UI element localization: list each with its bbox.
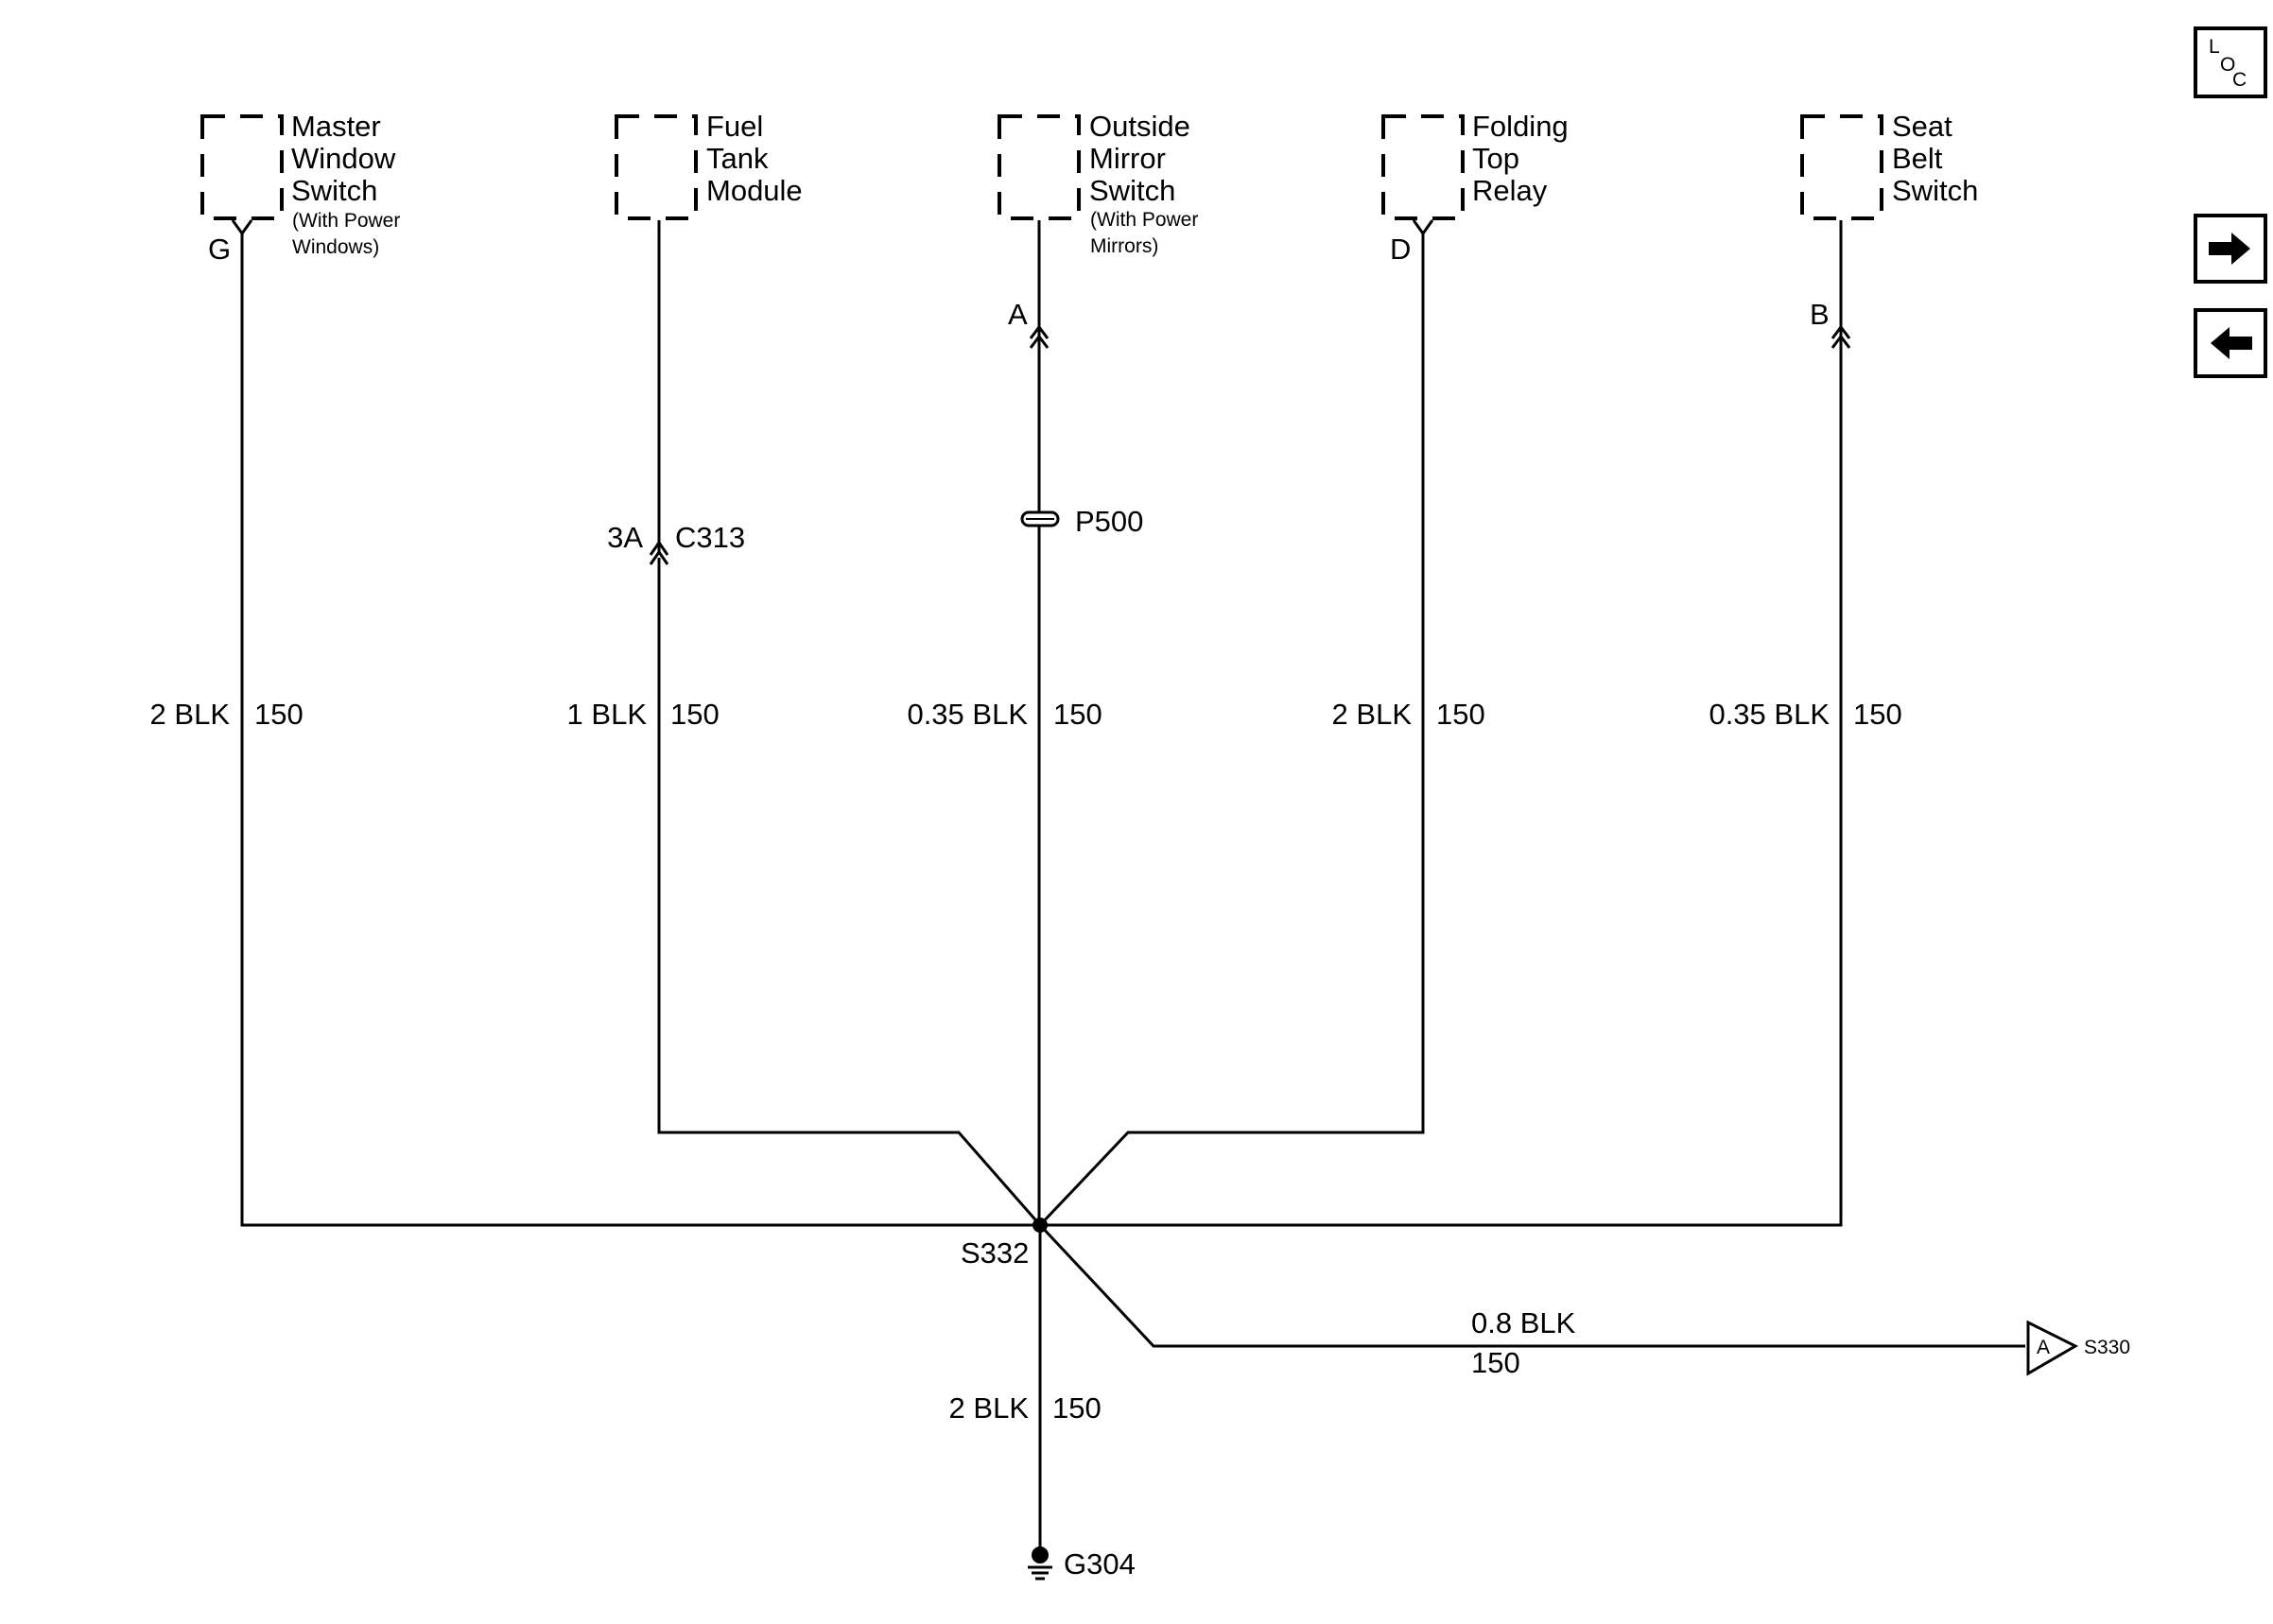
wire-circuit: 150	[670, 698, 720, 731]
component-box	[200, 114, 284, 220]
ground-name: G304	[1064, 1547, 1136, 1581]
component-name-line: Folding	[1472, 110, 1569, 143]
wire-gauge: 0.8 BLK	[1471, 1306, 1576, 1339]
connector-p500[interactable]: P500	[1020, 505, 1143, 538]
component-name-line: Outside	[1089, 110, 1190, 143]
wire-mirror[interactable]: 0.35 BLK 150	[907, 220, 1102, 1225]
wire-path	[657, 558, 1042, 1226]
wire-path	[1038, 1223, 2025, 1348]
wire-fuel[interactable]: 1 BLK 150	[567, 220, 1042, 1226]
location-button[interactable]: L O C	[2194, 26, 2267, 98]
wire-folding[interactable]: 2 BLK 150	[1038, 233, 1485, 1227]
wire-gauge: 1 BLK	[567, 698, 648, 731]
wire-gauge: 2 BLK	[949, 1391, 1030, 1425]
offpage-triangle-icon	[2026, 1320, 2079, 1376]
wire-gauge: 0.35 BLK	[1709, 698, 1830, 731]
pin-label: A	[1008, 298, 1028, 331]
ground-g304[interactable]: G304	[1028, 1546, 1136, 1581]
next-page-button[interactable]	[2194, 214, 2267, 284]
component-name-line: Tank	[706, 142, 769, 175]
offpage-letter: A	[2037, 1337, 2050, 1358]
wire-circuit: 150	[1471, 1346, 1520, 1379]
component-note-line: (With Power	[292, 210, 400, 232]
wire-circuit: 150	[1853, 698, 1902, 731]
location-letter: L	[2209, 36, 2220, 58]
wire-ground[interactable]: 2 BLK 150	[949, 1225, 1102, 1555]
component-name-line: Switch	[291, 174, 377, 207]
component-note-line: Mirrors)	[1090, 235, 1158, 257]
splice-s332[interactable]: S332	[961, 1218, 1048, 1270]
connector-name: C313	[675, 521, 745, 554]
connector-c313[interactable]: 3A C313	[607, 521, 745, 565]
offpage-target: S330	[2084, 1337, 2130, 1358]
component-seat-belt-switch[interactable]: Seat Belt Switch B	[1800, 110, 1978, 349]
splice-name: S332	[961, 1236, 1029, 1270]
component-name-line: Fuel	[706, 110, 763, 143]
connector-pin: 3A	[607, 521, 643, 554]
wire-circuit: 150	[254, 698, 304, 731]
ground-icon	[1028, 1565, 1052, 1581]
offpage-connector-s330[interactable]: A S330	[2026, 1320, 2130, 1376]
component-name-line: Mirror	[1089, 142, 1166, 175]
previous-page-button[interactable]	[2194, 308, 2267, 378]
location-letter: C	[2232, 69, 2247, 91]
female-terminal-icon	[231, 219, 253, 236]
arrow-right-icon	[2209, 233, 2250, 265]
pin-label: D	[1390, 233, 1411, 266]
component-name-line: Module	[706, 174, 803, 207]
wire-master[interactable]: 2 BLK 150	[150, 233, 1040, 1227]
wire-circuit: 150	[1052, 1391, 1102, 1425]
wire-gauge: 2 BLK	[150, 698, 231, 731]
component-box	[1800, 114, 1883, 220]
arrow-left-icon	[2211, 327, 2252, 359]
wire-path	[240, 233, 1040, 1227]
component-note-line: Windows)	[292, 236, 379, 258]
component-master-window-switch[interactable]: Master Window Switch (With Power Windows…	[200, 110, 400, 266]
splice-dot	[1032, 1218, 1048, 1233]
female-terminal-icon	[1412, 219, 1434, 236]
component-box	[998, 114, 1081, 220]
component-outside-mirror-switch[interactable]: Outside Mirror Switch (With Power Mirror…	[998, 110, 1198, 349]
wire-circuit: 150	[1053, 698, 1102, 731]
wire-circuit: 150	[1436, 698, 1485, 731]
wire-s330[interactable]: 0.8 BLK 150	[1038, 1223, 2025, 1379]
wire-path	[1038, 233, 1425, 1227]
ground-dot	[1032, 1546, 1049, 1564]
component-name-line: Seat	[1892, 110, 1952, 143]
component-folding-top-relay[interactable]: Folding Top Relay D	[1381, 110, 1569, 266]
component-name-line: Top	[1472, 142, 1519, 175]
component-fuel-tank-module[interactable]: Fuel Tank Module	[615, 110, 803, 220]
component-name-line: Switch	[1089, 174, 1175, 207]
component-name-line: Switch	[1892, 174, 1978, 207]
pin-label: B	[1810, 298, 1830, 331]
component-name-line: Master	[291, 110, 381, 143]
component-box	[615, 114, 698, 220]
connector-pin-icon	[649, 540, 669, 565]
wire-seat[interactable]: 0.35 BLK 150	[1040, 220, 1902, 1227]
component-name-line: Window	[291, 142, 396, 175]
wire-path	[1040, 220, 1843, 1227]
wire-gauge: 0.35 BLK	[907, 698, 1028, 731]
component-name-line: Belt	[1892, 142, 1943, 175]
wire-gauge: 2 BLK	[1332, 698, 1413, 731]
location-icon	[2194, 26, 2267, 98]
component-note-line: (With Power	[1090, 209, 1198, 231]
location-letter: O	[2220, 54, 2235, 76]
pin-label: G	[208, 233, 231, 266]
component-name-line: Relay	[1472, 174, 1548, 207]
connector-name: P500	[1075, 505, 1143, 538]
component-box	[1381, 114, 1465, 220]
